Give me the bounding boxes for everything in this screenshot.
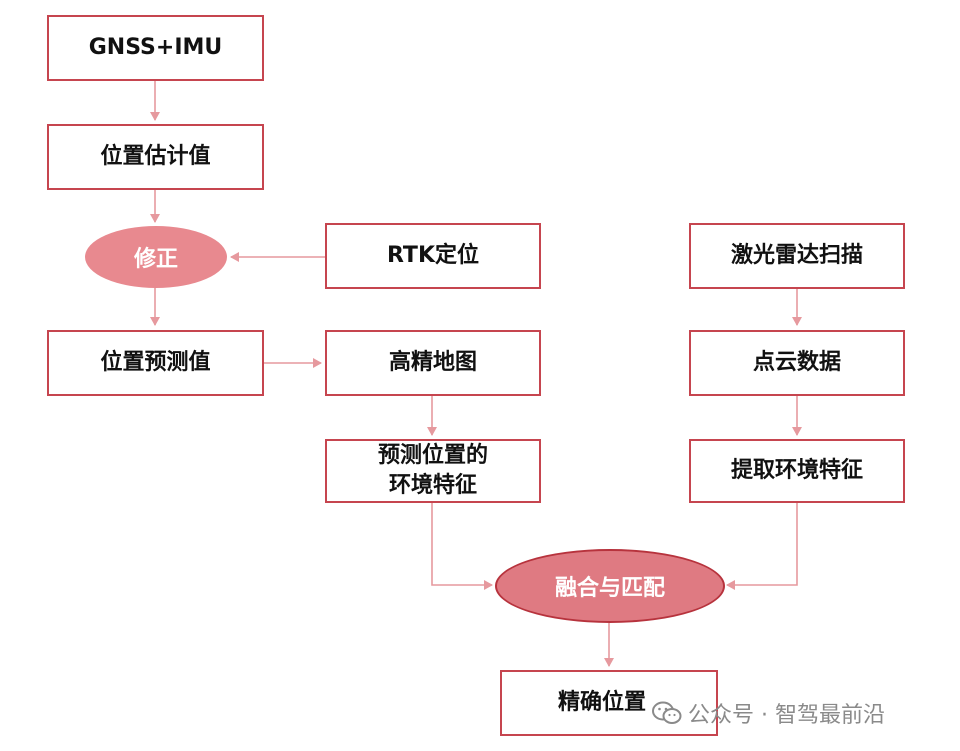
node-predicted-features-line2: 环境特征 [388, 473, 477, 498]
node-predicted-features-line1: 预测位置的 [377, 443, 488, 469]
node-position-estimate: 位置估计值 [47, 124, 264, 190]
node-correction-label: 修正 [133, 247, 178, 272]
node-extract-features: 提取环境特征 [689, 439, 905, 503]
node-fusion-matching-label: 融合与匹配 [554, 576, 665, 601]
node-precise-position-label: 精确位置 [558, 690, 647, 716]
node-point-cloud: 点云数据 [689, 330, 905, 396]
node-point-cloud-label: 点云数据 [752, 350, 841, 376]
node-position-estimate-label: 位置估计值 [100, 144, 211, 170]
node-predicted-features: 预测位置的 环境特征 [325, 439, 541, 503]
node-fusion-matching: 融合与匹配 [495, 549, 725, 623]
node-lidar-scan: 激光雷达扫描 [689, 223, 905, 289]
node-position-prediction: 位置预测值 [47, 330, 264, 396]
wechat-icon [652, 701, 682, 724]
node-hd-map-label: 高精地图 [388, 350, 477, 376]
edge-extract-to-fusion [726, 502, 798, 590]
node-extract-features-label: 提取环境特征 [730, 458, 863, 484]
node-position-prediction-label: 位置预测值 [100, 350, 211, 376]
node-gnss-imu: GNSS+IMU [47, 15, 264, 81]
node-gnss-imu-label: GNSS+IMU [88, 35, 223, 61]
node-precise-position: 精确位置 [500, 670, 718, 736]
node-rtk: RTK定位 [325, 223, 541, 289]
edge-features-to-fusion [431, 502, 493, 590]
node-correction: 修正 [85, 226, 227, 288]
node-lidar-scan-label: 激光雷达扫描 [730, 243, 863, 269]
node-rtk-label: RTK定位 [386, 243, 479, 269]
node-hd-map: 高精地图 [325, 330, 541, 396]
watermark: 公众号 · 智驾最前沿 [652, 695, 885, 731]
watermark-text: 公众号 · 智驾最前沿 [688, 703, 885, 728]
